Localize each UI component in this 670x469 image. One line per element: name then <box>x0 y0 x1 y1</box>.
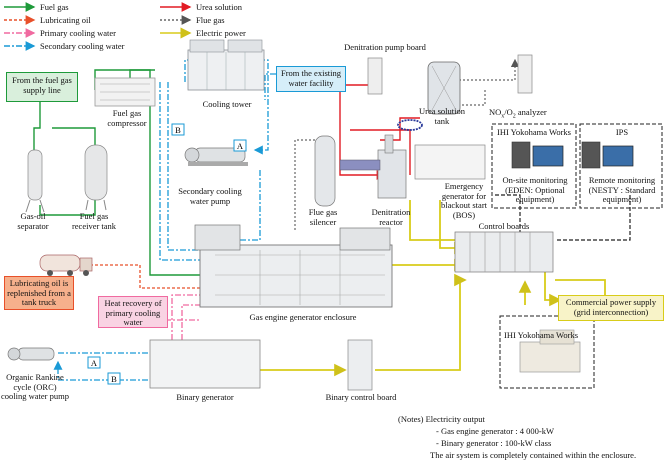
emergency-generator-label: Emergency generator for blackout start (… <box>440 181 488 220</box>
lubricating-oil-box: Lubricating oil is replenished from a ta… <box>4 276 74 310</box>
legend-secondary-cooling-water: Secondary cooling water <box>40 41 125 51</box>
fuel-gas-compressor-label: Fuel gas compressor <box>107 108 147 128</box>
notes-air-system: The air system is completely contained w… <box>430 450 637 460</box>
denitration-pump-board-illustration <box>367 57 383 95</box>
fuel-gas-compressor-illustration <box>94 77 156 107</box>
remote-monitoring-frame <box>579 123 663 209</box>
enclosure-label: Gas engine generator enclosure <box>249 312 357 322</box>
secondary-pump-illustration <box>184 147 248 166</box>
orc-pump-illustration <box>7 347 55 361</box>
monitoring-illustrations <box>511 141 634 169</box>
legend-lubricating-oil: Lubricating oil <box>40 15 91 25</box>
cooling-tower-illustration <box>187 39 265 91</box>
lubricating-oil-lines <box>85 264 214 293</box>
legend-electric-power: Electric power <box>196 28 246 38</box>
flue-gas-silencer-illustration <box>314 135 336 207</box>
legend-swatches <box>4 2 192 51</box>
denitration-pump-board-label: Denitration pump board <box>344 42 426 52</box>
denitration-reactor-label: Denitration reactor <box>371 207 411 227</box>
onsite-monitoring-label: On-site monitoring (EDEN: Optional equip… <box>502 175 568 204</box>
ihi-works-frame <box>499 315 595 389</box>
binary-generator-illustration <box>149 339 261 389</box>
binary-control-board-label: Binary control board <box>325 392 397 402</box>
fuel-gas-receiver-illustration <box>84 144 108 211</box>
binary-control-board-illustration <box>347 339 373 391</box>
emergency-generator-illustration <box>414 144 486 180</box>
notes-gas-engine: - Gas engine generator : 4 000-kW <box>436 426 555 436</box>
cooling-tower-label: Cooling tower <box>202 99 252 109</box>
marker-a-top-label: A <box>237 141 244 151</box>
existing-water-box: From the existing water facility <box>276 66 346 92</box>
urea-tank-illustration <box>397 61 461 131</box>
fuel-gas-supply-box: From the fuel gas supply line <box>6 72 78 102</box>
denitration-reactor-illustration <box>339 134 407 199</box>
heat-recovery-box: Heat recovery of primary cooling water <box>98 296 168 328</box>
ihi-works-building-illustration <box>519 329 581 373</box>
secondary-cooling-lines <box>53 59 276 381</box>
notes-title: (Notes) Electricity output <box>398 414 485 424</box>
commercial-power-box: Commercial power supply (grid interconne… <box>558 295 664 321</box>
control-boards-illustration <box>454 231 554 273</box>
marker-b-bottom: B <box>107 372 121 385</box>
legend-primary-cooling-water: Primary cooling water <box>40 28 117 38</box>
enclosure-illustration <box>194 224 393 308</box>
fuel-gas-receiver-label: Fuel gas receiver tank <box>71 211 117 231</box>
marker-a-bottom-label: A <box>91 358 98 368</box>
urea-tank-label: Urea solution tank <box>418 106 466 126</box>
gas-oil-separator-illustration <box>25 149 45 213</box>
legend-fuel-gas: Fuel gas <box>40 2 69 12</box>
ihi-works-top-label: IHI Yokohama Works <box>496 127 571 137</box>
nox-analyzer-label: NOx/O2 analyzer <box>489 107 547 120</box>
legend-urea-solution: Urea solution <box>196 2 243 12</box>
binary-generator-label: Binary generator <box>176 392 234 402</box>
secondary-pump-label: Secondary cooling water pump <box>178 186 242 206</box>
flue-gas-silencer-label: Flue gas silencer <box>308 207 338 227</box>
marker-a-bottom: A <box>87 356 101 369</box>
orc-pump-label: Organic Rankine cycle (ORC) cooling wate… <box>1 372 69 401</box>
marker-a-top: A <box>233 139 247 152</box>
remote-monitoring-label: Remote monitoring (NESTY : Standard equi… <box>588 175 656 204</box>
tank-truck-illustration <box>39 254 93 276</box>
marker-b-top: B <box>171 123 185 136</box>
legend-flue-gas: Flue gas <box>196 15 225 25</box>
gas-oil-separator-label: Gas-oil separator <box>17 211 49 231</box>
ips-label: IPS <box>615 127 629 137</box>
control-boards-label: Control boards <box>478 221 530 231</box>
notes-binary: - Binary generator : 100-kW class <box>436 438 552 448</box>
nox-analyzer-illustration <box>517 54 533 94</box>
marker-b-top-label: B <box>175 125 181 135</box>
ihi-works-bottom-label: IHI Yokohama Works <box>504 330 579 340</box>
onsite-monitoring-frame <box>491 123 577 209</box>
marker-b-bottom-label: B <box>111 374 117 384</box>
